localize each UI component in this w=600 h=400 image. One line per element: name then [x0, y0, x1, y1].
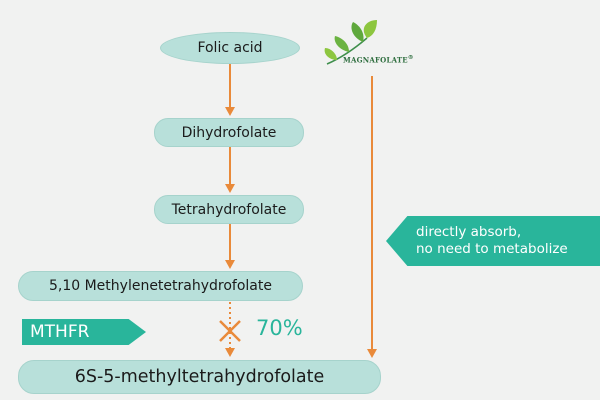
direct-absorb-line2: no need to metabolize [416, 241, 568, 257]
x-cross-icon [219, 320, 241, 342]
arrowhead-methyl-right [367, 349, 377, 358]
leaf-icon [324, 20, 377, 65]
node-tetrahydrofolate: Tetrahydrofolate [154, 195, 304, 224]
node-methyltetrahydrofolate-label: 6S-5-methyltetrahydrofolate [74, 367, 325, 387]
arrowhead-methyl-left [225, 348, 235, 357]
enzyme-tag-mthfr: MTHFR [22, 319, 146, 345]
logo-wordmark: MAGNAFOLATE® [343, 55, 414, 65]
node-folic-acid: Folic acid [160, 32, 300, 64]
node-tetrahydrofolate-label: Tetrahydrofolate [171, 201, 287, 218]
enzyme-tag-label: MTHFR [30, 322, 90, 342]
node-methyltetrahydrofolate: 6S-5-methyltetrahydrofolate [18, 360, 381, 394]
node-methylenetetrahydrofolate-label: 5,10 Methylenetetrahydrofolate [48, 278, 272, 294]
node-dihydrofolate-label: Dihydrofolate [181, 124, 277, 141]
arrowhead-thf [225, 184, 235, 193]
arrowhead-dhf [225, 107, 235, 116]
direct-absorb-callout: directly absorb, no need to metabolize [386, 216, 600, 266]
node-methylenetetrahydrofolate: 5,10 Methylenetetrahydrofolate [18, 271, 303, 301]
blocked-percent: 70% [256, 316, 303, 340]
arrowhead-methylene [225, 260, 235, 269]
node-folic-acid-label: Folic acid [197, 40, 263, 56]
direct-absorb-line1: directly absorb, [416, 224, 522, 240]
node-dihydrofolate: Dihydrofolate [154, 118, 304, 147]
